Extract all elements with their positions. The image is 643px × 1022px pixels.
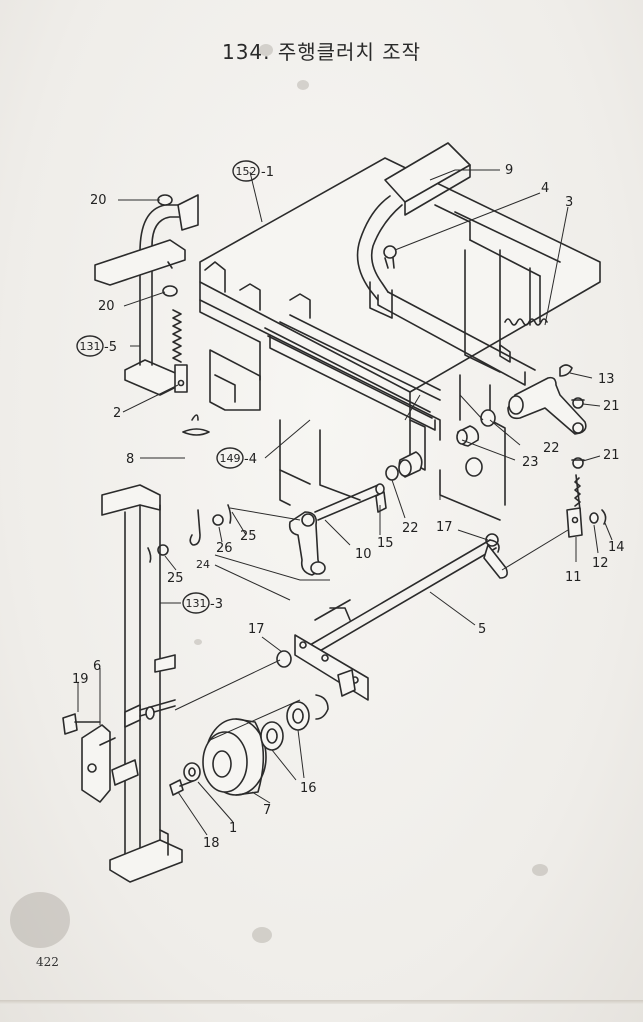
part-label: 24 (196, 558, 210, 571)
part-label: 21 (603, 448, 620, 463)
part-label: 23 (522, 455, 539, 470)
part-label: 18 (203, 836, 220, 851)
part-label: 14 (608, 540, 625, 555)
pulley-7 (202, 718, 267, 796)
svg-text:-3: -3 (210, 597, 223, 612)
part-label: 25 (167, 571, 184, 586)
page-title: 134. 주행클러치 조작 (221, 40, 422, 64)
part-label: 11 (565, 570, 582, 585)
part-label: 6 (93, 659, 101, 674)
main-frame (199, 157, 601, 521)
shaft-10 (288, 483, 387, 576)
part-label: 19 (72, 672, 89, 687)
part-label: 10 (355, 547, 372, 562)
part-labels: 9 4 3 20 20 2 8 13 21 21 22 23 22 15 10 … (72, 163, 625, 851)
part-label: 7 (263, 803, 271, 818)
page-number: 422 (36, 955, 59, 969)
part-label: 3 (565, 195, 573, 210)
scan-smudges (10, 44, 548, 948)
part-label: 13 (598, 372, 615, 387)
callout-149-4: 149 -4 (216, 447, 257, 469)
rod-11 (566, 474, 607, 538)
part-label: 17 (248, 622, 265, 637)
page-bottom-edge (0, 1000, 643, 1004)
part-label: 12 (592, 556, 609, 571)
svg-text:149: 149 (220, 452, 241, 465)
part-label: 2 (113, 406, 121, 421)
left-stand-lower (101, 484, 183, 883)
spring-3 (504, 318, 548, 326)
part-label: 21 (603, 399, 620, 414)
part-label: 22 (543, 441, 560, 456)
bracket-6 (62, 713, 116, 803)
bushing-17-lower (276, 650, 292, 668)
callout-131-5: 131 -5 (76, 335, 117, 357)
bushings (385, 409, 499, 547)
part-label: 5 (478, 622, 486, 637)
svg-text:-4: -4 (244, 452, 257, 467)
callout-152-1: 152 -1 (232, 160, 274, 182)
connector-lines (174, 394, 569, 741)
part-label: 8 (126, 452, 134, 467)
left-stand-upper (94, 194, 199, 396)
callout-131-3: 131 -3 (182, 592, 223, 614)
svg-text:131: 131 (80, 340, 101, 353)
part-label: 20 (98, 299, 115, 314)
part-label: 22 (402, 521, 419, 536)
part-label: 20 (90, 193, 107, 208)
part-label: 1 (229, 821, 237, 836)
svg-text:-1: -1 (261, 165, 274, 180)
svg-text:-5: -5 (104, 340, 117, 355)
part-label: 26 (216, 541, 233, 556)
shaft-5 (294, 539, 508, 701)
pedal-assembly (356, 142, 536, 386)
bearings-16 (260, 694, 329, 751)
part-label: 9 (505, 163, 513, 178)
part-label: 16 (300, 781, 317, 796)
spring-rod-2 (172, 309, 188, 393)
part-label: 25 (240, 529, 257, 544)
part-label: 15 (377, 536, 394, 551)
lever-arm-upper (507, 364, 587, 469)
svg-text:152: 152 (236, 165, 257, 178)
bolt-washer (169, 762, 201, 796)
svg-text:131: 131 (186, 597, 207, 610)
part-label: 17 (436, 520, 453, 535)
part-label: 4 (541, 181, 549, 196)
